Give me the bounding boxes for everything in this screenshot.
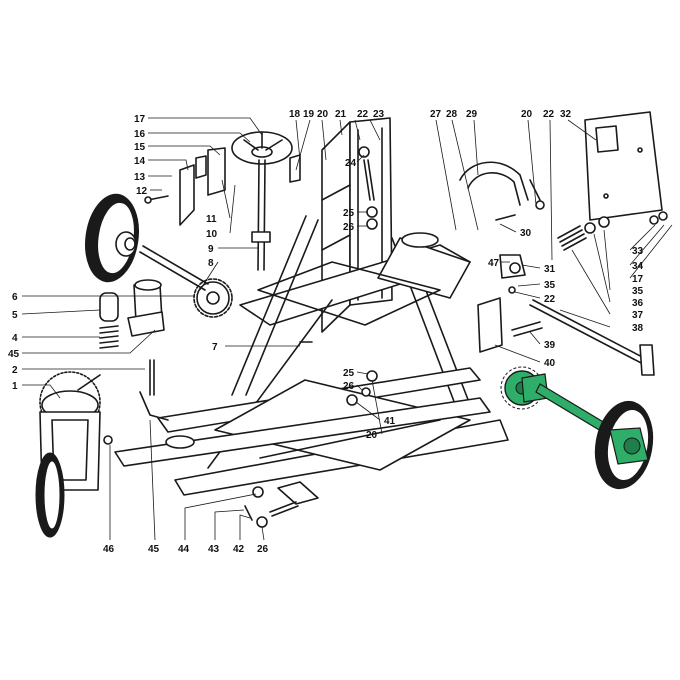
callout-20: 20 <box>317 109 329 120</box>
callout-25b: 25 <box>343 368 355 379</box>
main-frame <box>114 117 509 496</box>
callout-22b: 22 <box>543 109 555 120</box>
steering-assembly <box>139 131 301 318</box>
callout-22: 22 <box>357 109 369 120</box>
upper-right-parts <box>459 111 668 376</box>
callout-20c: 20 <box>366 430 378 441</box>
callout-44: 44 <box>178 544 190 555</box>
callout-17: 17 <box>134 114 146 125</box>
callout-45: 45 <box>8 349 20 360</box>
callout-36: 36 <box>632 298 644 309</box>
callout-32: 32 <box>560 109 572 120</box>
callout-labels: 17 16 15 14 13 12 11 10 9 8 6 5 4 45 2 1… <box>8 109 644 555</box>
callout-14: 14 <box>134 156 146 167</box>
callout-7: 7 <box>212 342 218 353</box>
callout-35b: 35 <box>632 286 644 297</box>
callout-29: 29 <box>466 109 478 120</box>
callout-9: 9 <box>208 244 214 255</box>
callout-30: 30 <box>520 228 532 239</box>
callout-8: 8 <box>208 258 214 269</box>
callout-5: 5 <box>12 310 18 321</box>
callout-23: 23 <box>373 109 385 120</box>
callout-27: 27 <box>430 109 442 120</box>
callout-22c: 22 <box>544 294 556 305</box>
callout-25: 25 <box>343 208 355 219</box>
callout-13: 13 <box>134 172 146 183</box>
callout-28: 28 <box>446 109 458 120</box>
callout-17b: 17 <box>632 274 644 285</box>
callout-18: 18 <box>289 109 301 120</box>
callout-6: 6 <box>12 292 18 303</box>
callout-47: 47 <box>488 258 500 269</box>
callout-12: 12 <box>136 186 148 197</box>
callout-26c: 26 <box>257 544 269 555</box>
callout-42: 42 <box>233 544 245 555</box>
callout-1: 1 <box>12 381 18 392</box>
wheel-upper-left <box>85 193 139 283</box>
callout-2: 2 <box>12 365 18 376</box>
callout-11: 11 <box>206 214 217 225</box>
callout-26b: 26 <box>343 381 355 392</box>
callout-37: 37 <box>632 310 644 321</box>
wheel-right <box>594 400 654 490</box>
callout-4: 4 <box>12 333 18 344</box>
caster-wheel <box>35 371 113 538</box>
callout-45b: 45 <box>148 544 160 555</box>
callout-19: 19 <box>303 109 315 120</box>
callout-46: 46 <box>103 544 115 555</box>
callout-34: 34 <box>632 261 644 272</box>
bottom-small-parts <box>244 146 378 528</box>
callout-35: 35 <box>544 280 556 291</box>
callout-31: 31 <box>544 264 556 275</box>
callout-24: 24 <box>345 158 357 169</box>
spring-parts <box>99 279 169 421</box>
callout-40: 40 <box>544 358 556 369</box>
leader-lines <box>21 117 673 541</box>
callout-43: 43 <box>208 544 220 555</box>
callout-33: 33 <box>632 246 644 257</box>
callout-21: 21 <box>335 109 347 120</box>
callout-39: 39 <box>544 340 556 351</box>
callout-20b: 20 <box>521 109 533 120</box>
callout-41: 41 <box>384 416 396 427</box>
callout-15: 15 <box>134 142 146 153</box>
callout-26: 26 <box>343 222 355 233</box>
callout-16: 16 <box>134 129 146 140</box>
callout-38: 38 <box>632 323 644 334</box>
callout-10: 10 <box>206 229 218 240</box>
